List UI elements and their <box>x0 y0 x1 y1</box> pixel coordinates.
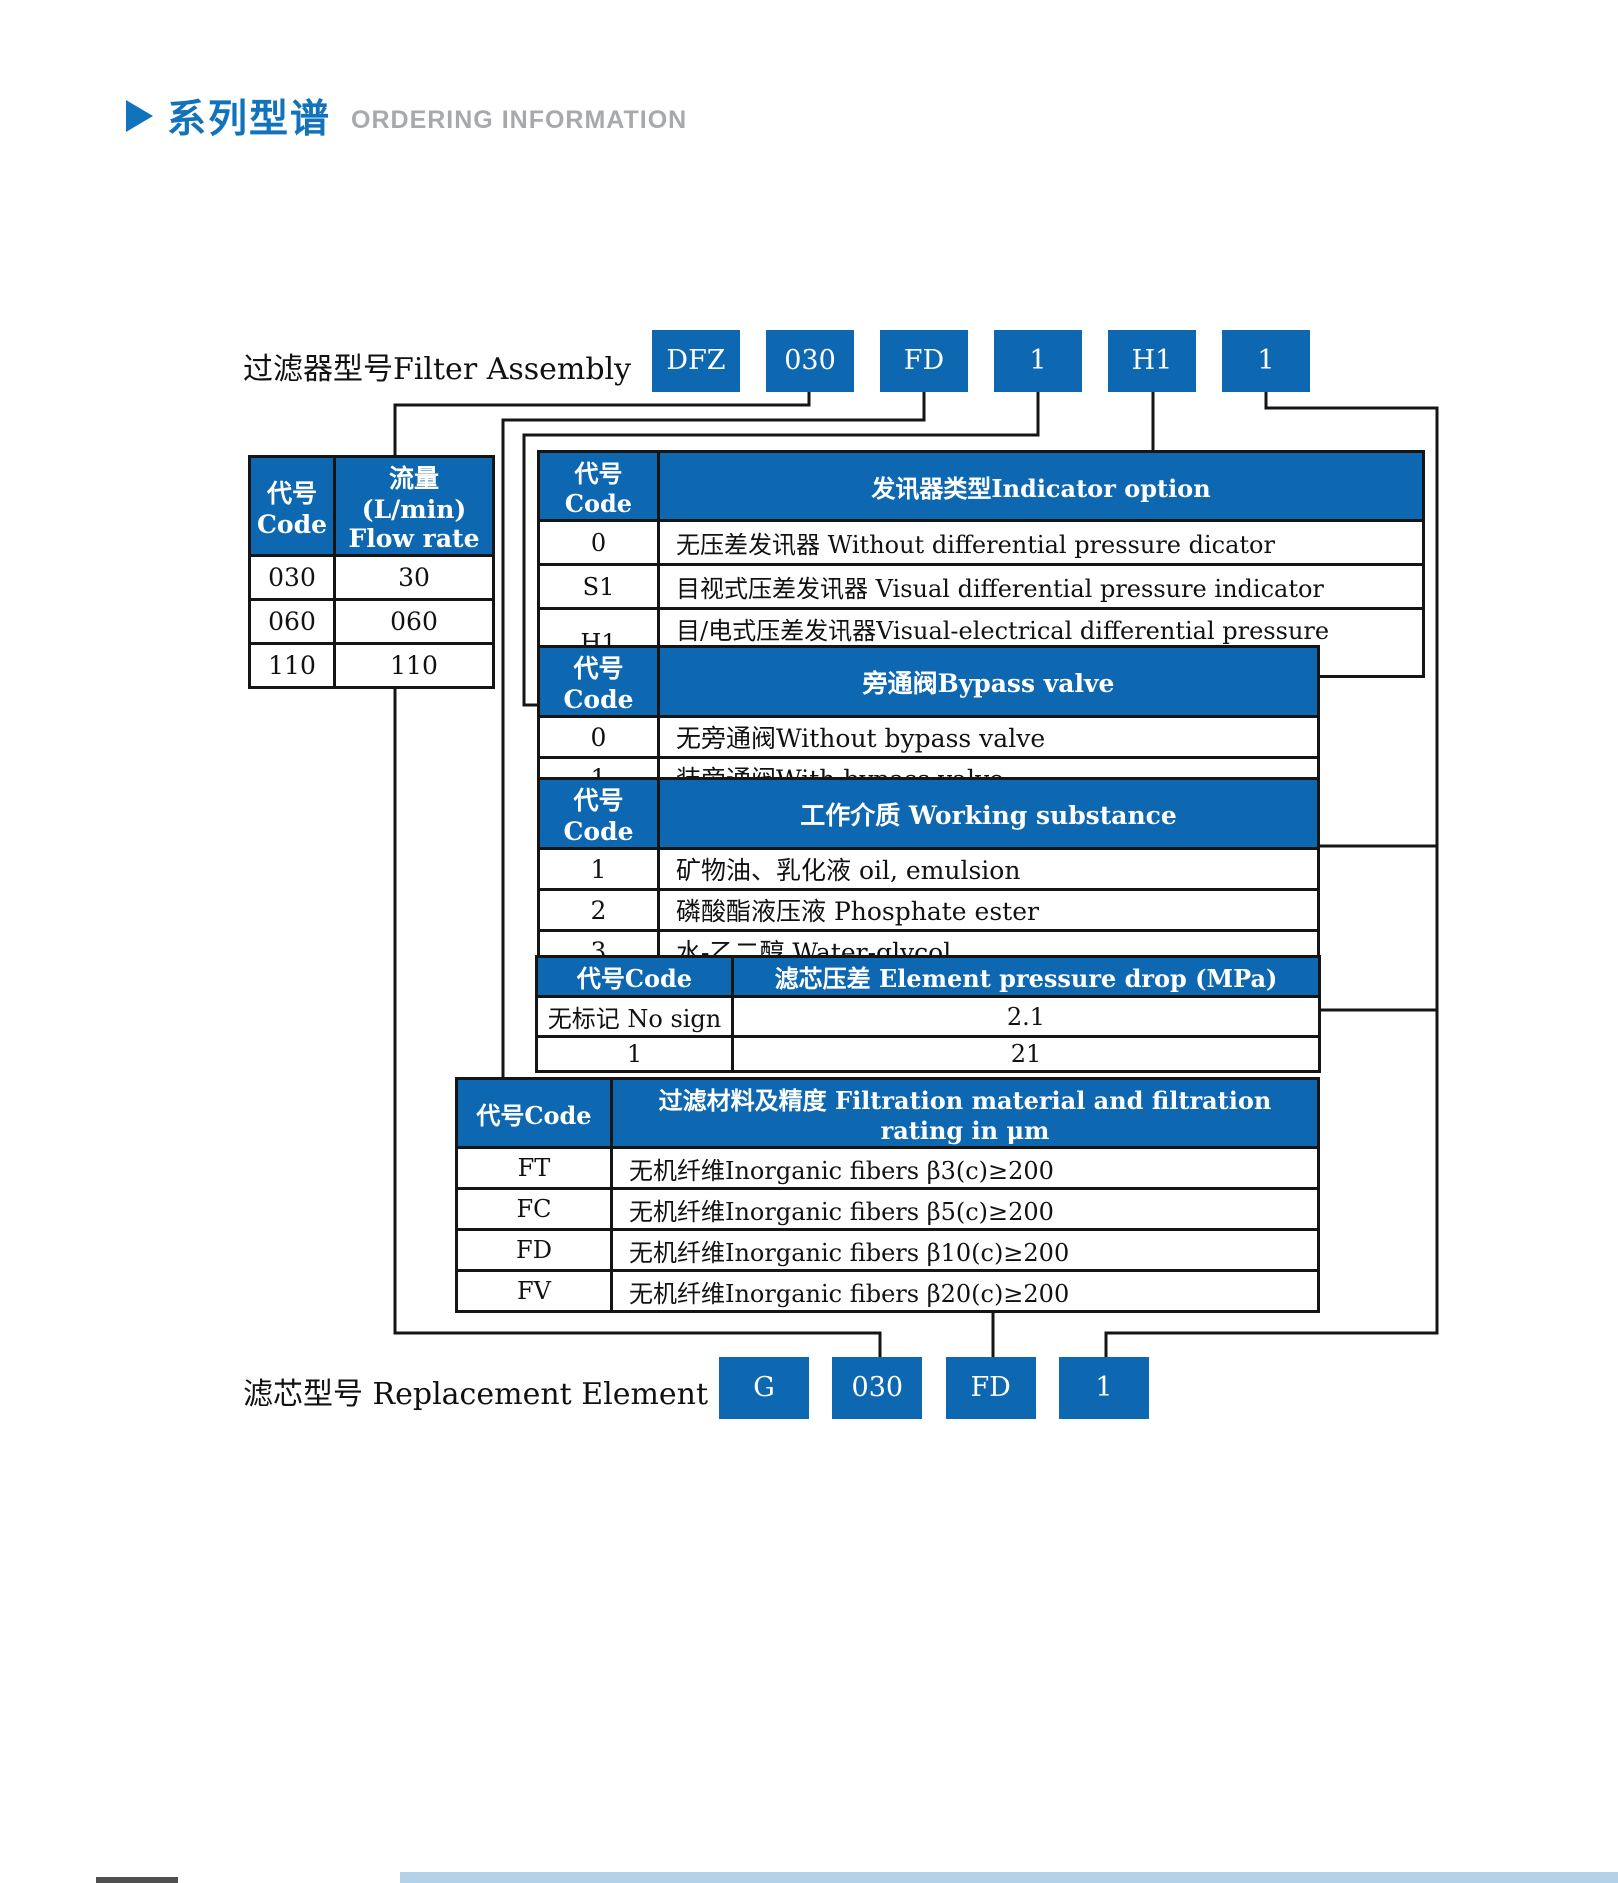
page-header: 系列型谱 ORDERING INFORMATION <box>126 88 687 144</box>
header-cell: 代号Code <box>537 450 660 522</box>
header-cell: 代号 Code <box>248 455 336 557</box>
connector-right-rail <box>1104 392 1439 1358</box>
header-cell: 发讯器类型Indicator option <box>657 450 1425 522</box>
code-box: DFZ <box>652 330 740 392</box>
header-cell: 旁通阀Bypass valve <box>657 645 1320 718</box>
code-cell: 060 <box>248 598 336 645</box>
code-cell: 030 <box>248 554 336 601</box>
page-title: 系列型谱 <box>167 97 332 142</box>
value-cell: 目视式压差发讯器 Visual differential pressure in… <box>657 563 1425 610</box>
value-cell: 矿物油、乳化液 oil, emulsion <box>657 847 1320 891</box>
value-cell: 无机纤维Inorganic fibers β20(c)≥200 <box>610 1269 1320 1313</box>
header-cell: 滤芯压差 Element pressure drop (MPa) <box>731 955 1321 998</box>
header-cell: 工作介质 Working substance <box>657 777 1320 850</box>
connector-element-flow <box>393 683 882 1358</box>
code-box: 1 <box>1222 330 1310 392</box>
header-cell: 代号Code <box>537 777 660 850</box>
code-cell: 无标记 No sign <box>535 995 734 1038</box>
header-cell: 代号Code <box>535 955 734 998</box>
value-cell: 21 <box>731 1035 1321 1073</box>
header-cell: 流量 (L/min) Flow rate <box>333 455 495 557</box>
code-cell: 2 <box>537 888 660 932</box>
code-box: 1 <box>994 330 1082 392</box>
code-cell: 110 <box>248 642 336 689</box>
code-box: 1 <box>1058 1357 1149 1419</box>
code-box: FD <box>880 330 968 392</box>
footer-mark <box>96 1877 178 1883</box>
section-marker-icon <box>126 100 153 132</box>
value-cell: 无机纤维Inorganic fibers β5(c)≥200 <box>610 1187 1320 1231</box>
code-box: H1 <box>1108 330 1196 392</box>
value-cell: 060 <box>333 598 495 645</box>
filter-assembly-label: 过滤器型号Filter Assembly <box>243 352 632 387</box>
code-cell: S1 <box>537 563 660 610</box>
header-cell: 代号Code <box>537 645 660 718</box>
connector-bypass-code <box>522 392 1040 707</box>
connector-filtration-code <box>501 392 926 1077</box>
value-cell: 无机纤维Inorganic fibers β10(c)≥200 <box>610 1228 1320 1272</box>
value-cell: 无旁通阀Without bypass valve <box>657 715 1320 759</box>
page-subtitle: ORDERING INFORMATION <box>351 105 688 134</box>
code-cell: 1 <box>535 1035 734 1073</box>
value-cell: 无机纤维Inorganic fibers β3(c)≥200 <box>610 1146 1320 1190</box>
filter-assembly-code-boxes: DFZ 030 FD 1 H1 1 <box>652 330 1310 392</box>
header-cell: 过滤材料及精度 Filtration material and filtrati… <box>610 1077 1320 1149</box>
replacement-element-label: 滤芯型号 Replacement Element <box>243 1377 709 1412</box>
value-cell: 磷酸酯液压液 Phosphate ester <box>657 888 1320 932</box>
code-cell: 0 <box>537 715 660 759</box>
replacement-element-code-boxes: G 030 FD 1 <box>719 1357 1149 1419</box>
footer-bar <box>400 1872 1618 1883</box>
value-cell: 110 <box>333 642 495 689</box>
code-box: FD <box>945 1357 1036 1419</box>
value-cell: 2.1 <box>731 995 1321 1038</box>
code-cell: 0 <box>537 519 660 566</box>
code-cell: 1 <box>537 847 660 891</box>
code-cell: FD <box>455 1228 613 1272</box>
connector-flow-code <box>393 392 811 455</box>
value-cell: 30 <box>333 554 495 601</box>
code-box: 030 <box>832 1357 923 1419</box>
value-cell: 无压差发讯器 Without differential pressure dic… <box>657 519 1425 566</box>
code-cell: FT <box>455 1146 613 1190</box>
header-cell: 代号Code <box>455 1077 613 1149</box>
code-cell: FV <box>455 1269 613 1313</box>
code-box: 030 <box>766 330 854 392</box>
code-box: G <box>719 1357 809 1419</box>
code-cell: FC <box>455 1187 613 1231</box>
